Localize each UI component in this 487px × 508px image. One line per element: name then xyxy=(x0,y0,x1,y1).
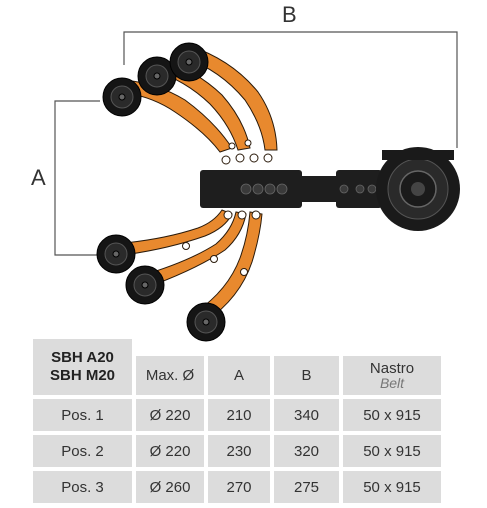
row3-belt: 50 x 915 xyxy=(343,471,441,503)
header-belt: Nastro Belt xyxy=(343,356,441,395)
dimension-a-label: A xyxy=(31,165,46,190)
header-max-diameter: Max. Ø xyxy=(136,356,204,395)
model-line-1: SBH A20 xyxy=(51,349,114,366)
header-a: A xyxy=(208,356,270,395)
central-body xyxy=(200,170,382,208)
row2-a: 230 xyxy=(208,435,270,467)
drive-wheel xyxy=(376,147,460,231)
row1-b: 340 xyxy=(274,399,339,431)
model-header: SBH A20 SBH M20 xyxy=(33,339,132,395)
row1-belt: 50 x 915 xyxy=(343,399,441,431)
row2-pos: Pos. 2 xyxy=(33,435,132,467)
spec-table: SBH A20 SBH M20 Max. Ø A B Nastro Belt P… xyxy=(33,339,441,504)
row2-belt: 50 x 915 xyxy=(343,435,441,467)
model-line-2: SBH M20 xyxy=(49,367,116,384)
row2-diameter: Ø 220 xyxy=(136,435,204,467)
row3-diameter: Ø 260 xyxy=(136,471,204,503)
header-b: B xyxy=(274,356,339,395)
row3-pos: Pos. 3 xyxy=(33,471,132,503)
contact-wheels xyxy=(96,42,226,342)
row1-pos: Pos. 1 xyxy=(33,399,132,431)
header-belt-it: Nastro xyxy=(369,359,415,377)
sanding-head-diagram xyxy=(54,31,460,342)
row2-b: 320 xyxy=(274,435,339,467)
dimension-b-line xyxy=(123,31,458,148)
dimension-b-label: B xyxy=(282,2,297,27)
lower-arms xyxy=(113,209,263,323)
row1-diameter: Ø 220 xyxy=(136,399,204,431)
pivot-holes xyxy=(182,139,273,276)
row3-a: 270 xyxy=(208,471,270,503)
row1-a: 210 xyxy=(208,399,270,431)
header-belt-en: Belt xyxy=(379,374,405,391)
dimension-a-line xyxy=(54,100,100,256)
row3-b: 275 xyxy=(274,471,339,503)
